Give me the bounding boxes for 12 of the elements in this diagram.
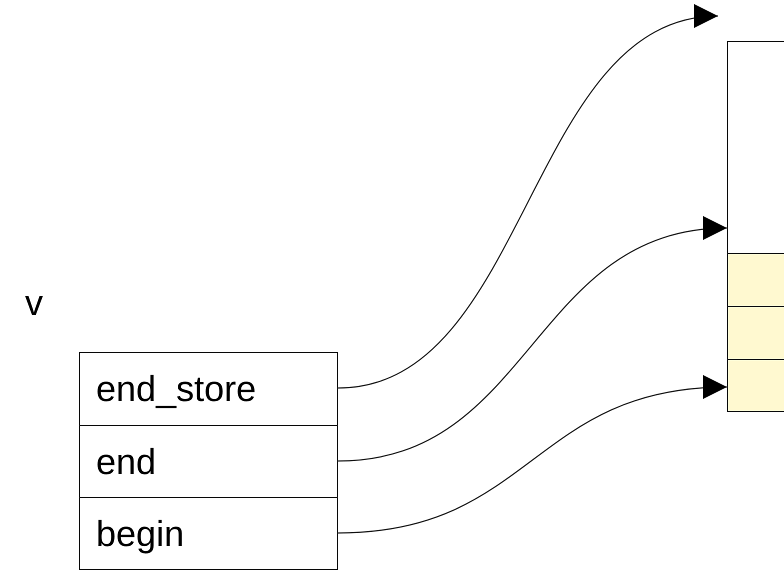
field-cell [79,425,338,498]
field-label: end_store [95,368,256,410]
memory-cell [727,359,784,412]
memory-cell [727,253,784,307]
field-label: end [95,440,156,482]
field-cell [79,497,338,570]
variable-name: v [25,282,43,324]
memory-cell [727,306,784,360]
memory-cell [727,41,784,254]
field-label: begin [95,512,184,554]
field-cell [79,352,338,426]
arrow [338,376,728,534]
